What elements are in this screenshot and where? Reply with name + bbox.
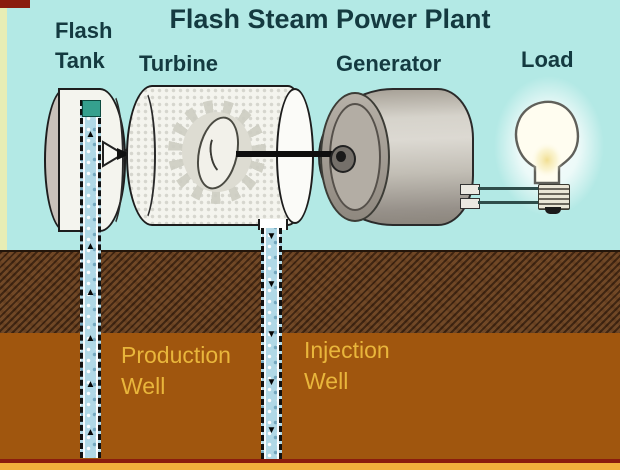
soil-layer-light xyxy=(0,333,620,459)
bulb-base-tip xyxy=(545,207,561,214)
soil-layer-dark xyxy=(0,250,620,335)
production-well-pipe: ▲ ▲ ▲ ▲ ▲ ▲ xyxy=(80,100,101,458)
production-well-label-line2: Well xyxy=(121,373,166,399)
generator-hub-dot xyxy=(336,151,346,162)
light-bulb-icon xyxy=(514,100,580,185)
flow-arrow-down-icon: ▼ xyxy=(266,377,277,388)
bottom-border-strip xyxy=(0,463,620,470)
injection-well-pipe: ▼ ▼ ▼ ▼ ▼ xyxy=(261,228,282,459)
generator-terminal xyxy=(460,198,480,209)
flash-tank-label: Flash Tank xyxy=(55,16,112,76)
diagram-title: Flash Steam Power Plant xyxy=(169,4,491,34)
bulb-screw-base xyxy=(538,184,570,210)
generator-label: Generator xyxy=(336,51,442,76)
flash-tank-label-line1: Flash xyxy=(55,18,113,43)
load-label: Load xyxy=(521,47,574,72)
turbine-left-arc xyxy=(128,87,156,224)
flow-arrow-up-icon: ▲ xyxy=(85,129,96,140)
left-border-strip xyxy=(0,0,7,253)
flow-arrow-up-icon: ▲ xyxy=(85,241,96,252)
injection-well-label-line1: Injection xyxy=(304,337,390,363)
turbine-label: Turbine xyxy=(139,51,219,76)
production-well-label-line1: Production xyxy=(121,342,231,368)
flash-tank-valve xyxy=(82,100,101,117)
production-well-label: Production Well xyxy=(121,340,231,402)
flow-arrow-up-icon: ▲ xyxy=(85,379,96,390)
flow-arrow-down-icon: ▼ xyxy=(266,329,277,340)
top-left-corner-block xyxy=(0,0,30,8)
flow-arrow-down-icon: ▼ xyxy=(266,279,277,290)
injection-well-label: Injection Well xyxy=(304,335,390,397)
injection-well-label-line2: Well xyxy=(304,368,349,394)
flow-arrow-up-icon: ▲ xyxy=(85,333,96,344)
flow-arrow-up-icon: ▲ xyxy=(85,287,96,298)
flow-arrow-down-icon: ▼ xyxy=(266,425,277,436)
flow-arrow-down-icon: ▼ xyxy=(266,231,277,242)
power-wire xyxy=(478,187,548,190)
turbine-outlet-stub xyxy=(258,219,288,230)
turbine-generator-shaft xyxy=(236,151,342,157)
bottom-maroon-line xyxy=(0,459,620,463)
power-wire xyxy=(478,201,554,204)
flow-arrow-up-icon: ▲ xyxy=(85,427,96,438)
generator-terminal xyxy=(460,184,480,195)
flash-tank-right-arc xyxy=(96,90,124,230)
flash-tank-label-line2: Tank xyxy=(55,48,105,73)
